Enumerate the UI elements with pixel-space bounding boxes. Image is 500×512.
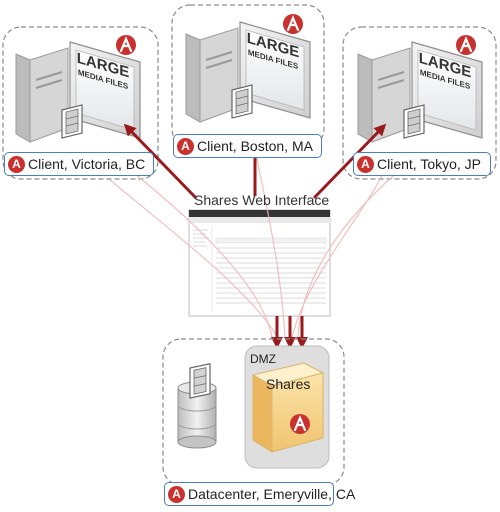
arrow-to-tokyo — [312, 123, 387, 200]
logo-icon-victoria — [114, 33, 138, 57]
client-label-text-victoria: Client, Victoria, BC — [28, 156, 146, 172]
shares-logo-icon — [288, 412, 312, 436]
logo-icon: A — [168, 485, 185, 503]
datacenter-label-text: Datacenter, Emeryville, CA — [188, 486, 356, 502]
shares-box-icon — [251, 362, 325, 453]
logo-icon: A — [357, 155, 374, 173]
datacenter-group — [162, 338, 345, 486]
logo-icon-tokyo — [454, 33, 478, 57]
client-label-boston: A Client, Boston, MA — [173, 134, 322, 158]
shares-label: Shares — [266, 376, 311, 392]
logo-icon: A — [177, 137, 194, 155]
client-label-victoria: A Client, Victoria, BC — [4, 152, 154, 176]
logo-icon-boston — [281, 12, 305, 36]
logo-icon: A — [8, 155, 25, 173]
client-label-text-tokyo: Client, Tokyo, JP — [377, 156, 482, 172]
client-label-tokyo: A Client, Tokyo, JP — [353, 152, 491, 176]
client-group-victoria — [2, 26, 159, 180]
web-interface-title: Shares Web Interface — [194, 192, 330, 208]
dmz-label: DMZ — [250, 352, 276, 366]
client-group-tokyo — [342, 26, 497, 180]
arrow-to-victoria — [123, 123, 198, 200]
datacenter-label: A Datacenter, Emeryville, CA — [164, 482, 355, 506]
client-label-text-boston: Client, Boston, MA — [197, 138, 313, 154]
film-strip-icon — [189, 363, 211, 399]
